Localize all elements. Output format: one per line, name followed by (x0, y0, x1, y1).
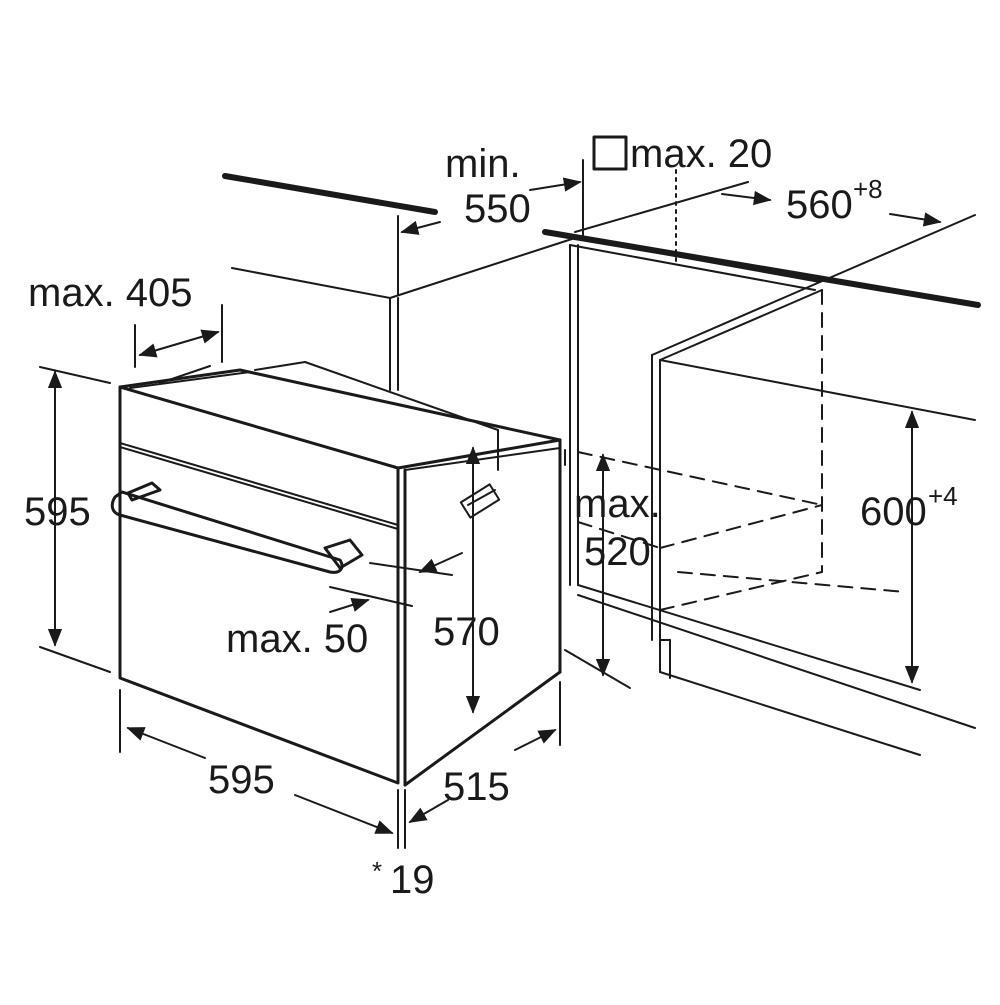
max-50-label: max. 50 (226, 617, 368, 661)
square-icon (592, 135, 628, 171)
footnote-19: 19 (390, 858, 435, 902)
oven-height-595: 595 (24, 490, 91, 534)
max-520-label: max. (574, 482, 661, 526)
body-height-570: 570 (433, 610, 500, 654)
cabinet-height-600: 600 (860, 490, 927, 534)
max-405-label: max. 405 (28, 271, 193, 315)
oven-depth-515: 515 (443, 765, 510, 809)
clearance-max-20: max. 20 (630, 132, 772, 176)
min-550-value: 550 (464, 187, 531, 231)
cabinet-height-tolerance: +4 (928, 481, 958, 511)
footnote-star: * (372, 856, 382, 886)
dimension-labels: min. 550 max. 20 560 +8 max. 405 595 max… (24, 132, 958, 902)
max-520-value: 520 (584, 530, 651, 574)
dimension-lines (39, 159, 942, 849)
oven-width-595: 595 (208, 758, 275, 802)
cabinet-width-560: 560 (786, 183, 853, 227)
cabinet-outline (222, 169, 981, 756)
cabinet-width-tolerance: +8 (853, 174, 883, 204)
min-label: min. (445, 142, 521, 186)
oven-handle (110, 481, 364, 574)
oven-body (118, 361, 562, 787)
